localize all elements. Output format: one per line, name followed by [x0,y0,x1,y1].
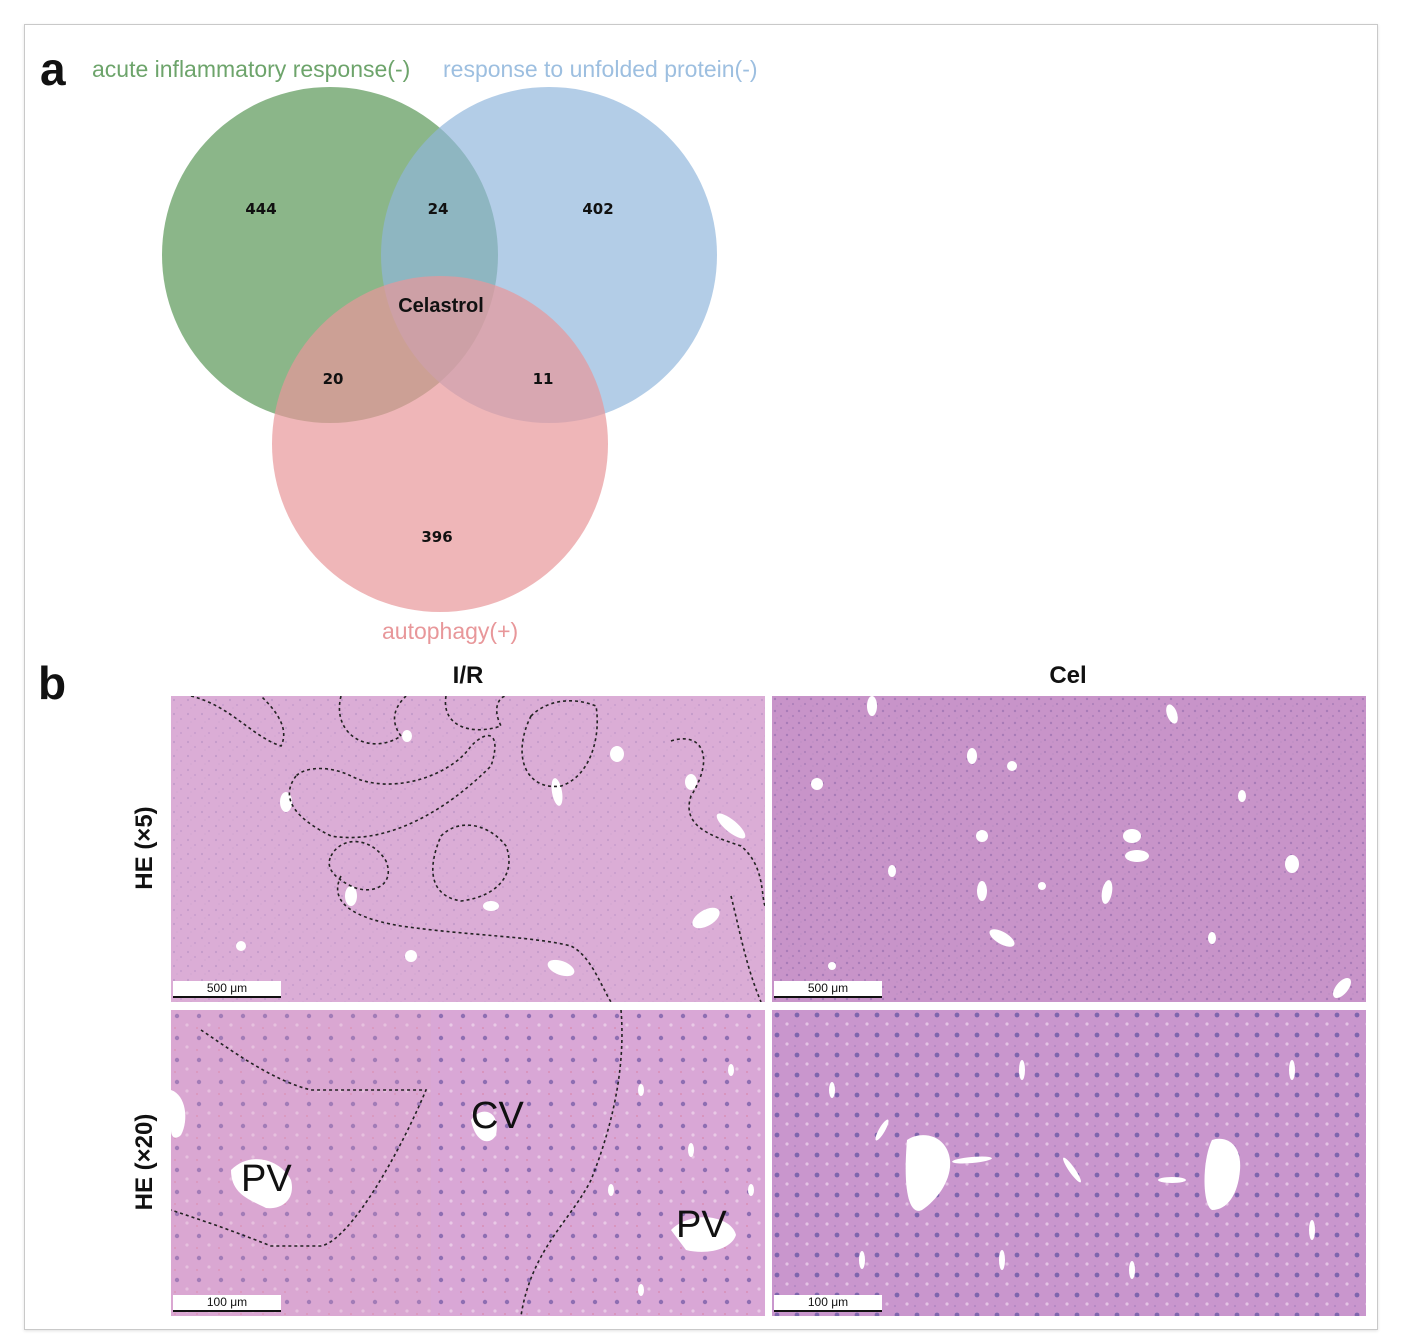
venn-count-only-autophagy: 396 [421,528,452,546]
column-title-cel: Cel [1049,662,1087,689]
scale-bar-ir-x20: 100 μm [173,1295,281,1312]
scale-bar-cel-x20: 100 μm [774,1295,882,1312]
region-label-pv-right: PV [676,1204,727,1246]
venn-center-label: Celastrol [398,295,484,317]
venn-count-inflammatory-autophagy: 20 [323,370,344,388]
row-title-he-x20: HE (×20) [131,1113,158,1211]
micrograph-ir-x5: 500 μm [171,696,765,1002]
region-label-cv: CV [471,1095,524,1137]
venn-label-autophagy: autophagy(+) [382,618,519,644]
row-title-he-x5: HE (×5) [131,806,158,890]
panel-a-letter: a [40,43,66,95]
venn-count-unfolded-autophagy: 11 [533,370,554,388]
micrograph-ir-x20: PV CV PV 100 μm [171,1010,765,1316]
scale-bar-cel-x5: 500 μm [774,981,882,998]
venn-count-only-unfolded: 402 [582,200,613,218]
region-label-pv-left: PV [241,1158,292,1200]
venn-count-only-inflammatory: 444 [245,200,276,218]
micrograph-cel-x20: 100 μm [772,1010,1366,1316]
venn-label-unfolded: response to unfolded protein(-) [443,56,758,82]
venn-count-inflammatory-unfolded: 24 [428,200,449,218]
panel-b-letter: b [38,657,67,709]
venn-label-inflammatory: acute inflammatory response(-) [92,56,411,82]
venn-diagram: 444 24 402 20 11 396 Celastrol [162,87,717,612]
column-title-ir: I/R [452,662,484,689]
micrograph-cel-x5: 500 μm [772,696,1366,1002]
scale-bar-ir-x5: 500 μm [173,981,281,998]
venn-circle-autophagy [272,276,608,612]
